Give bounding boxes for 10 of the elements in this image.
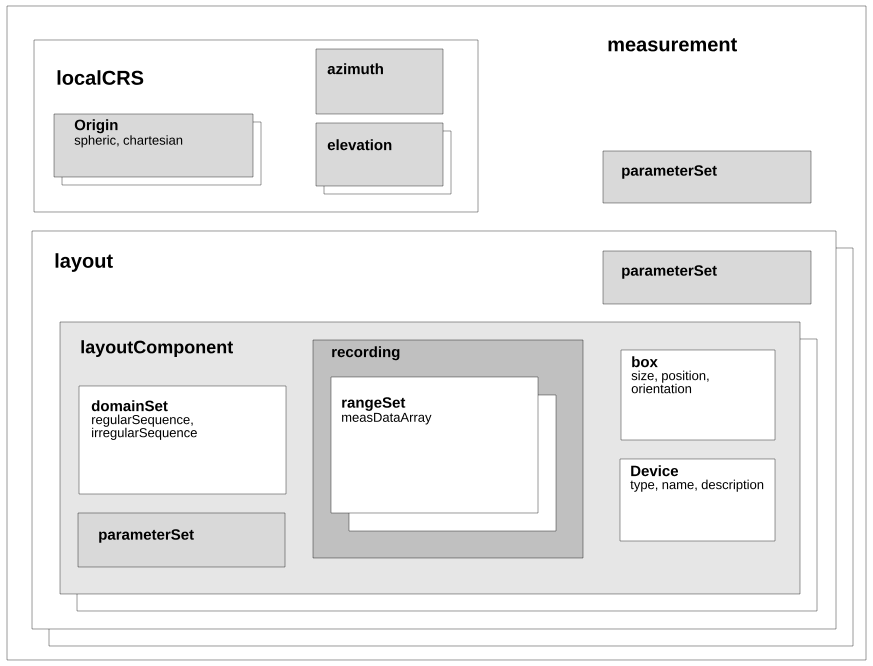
element-box: domainSet regularSequence, irregularSequence [78,386,286,494]
element-box: parameterSet [602,150,812,204]
element-box: box size, position, orientation [620,350,776,440]
stacked-box: rangeSet measDataArray [330,376,556,532]
stacked-box: elevation [316,122,452,194]
element-box: parameterSet [78,512,286,568]
stacked-box: Origin spheric, chartesian [54,114,262,186]
element-box: azimuth [316,48,444,114]
element-box: Device type, name, description [620,458,776,542]
element-box: parameterSet [602,250,812,304]
